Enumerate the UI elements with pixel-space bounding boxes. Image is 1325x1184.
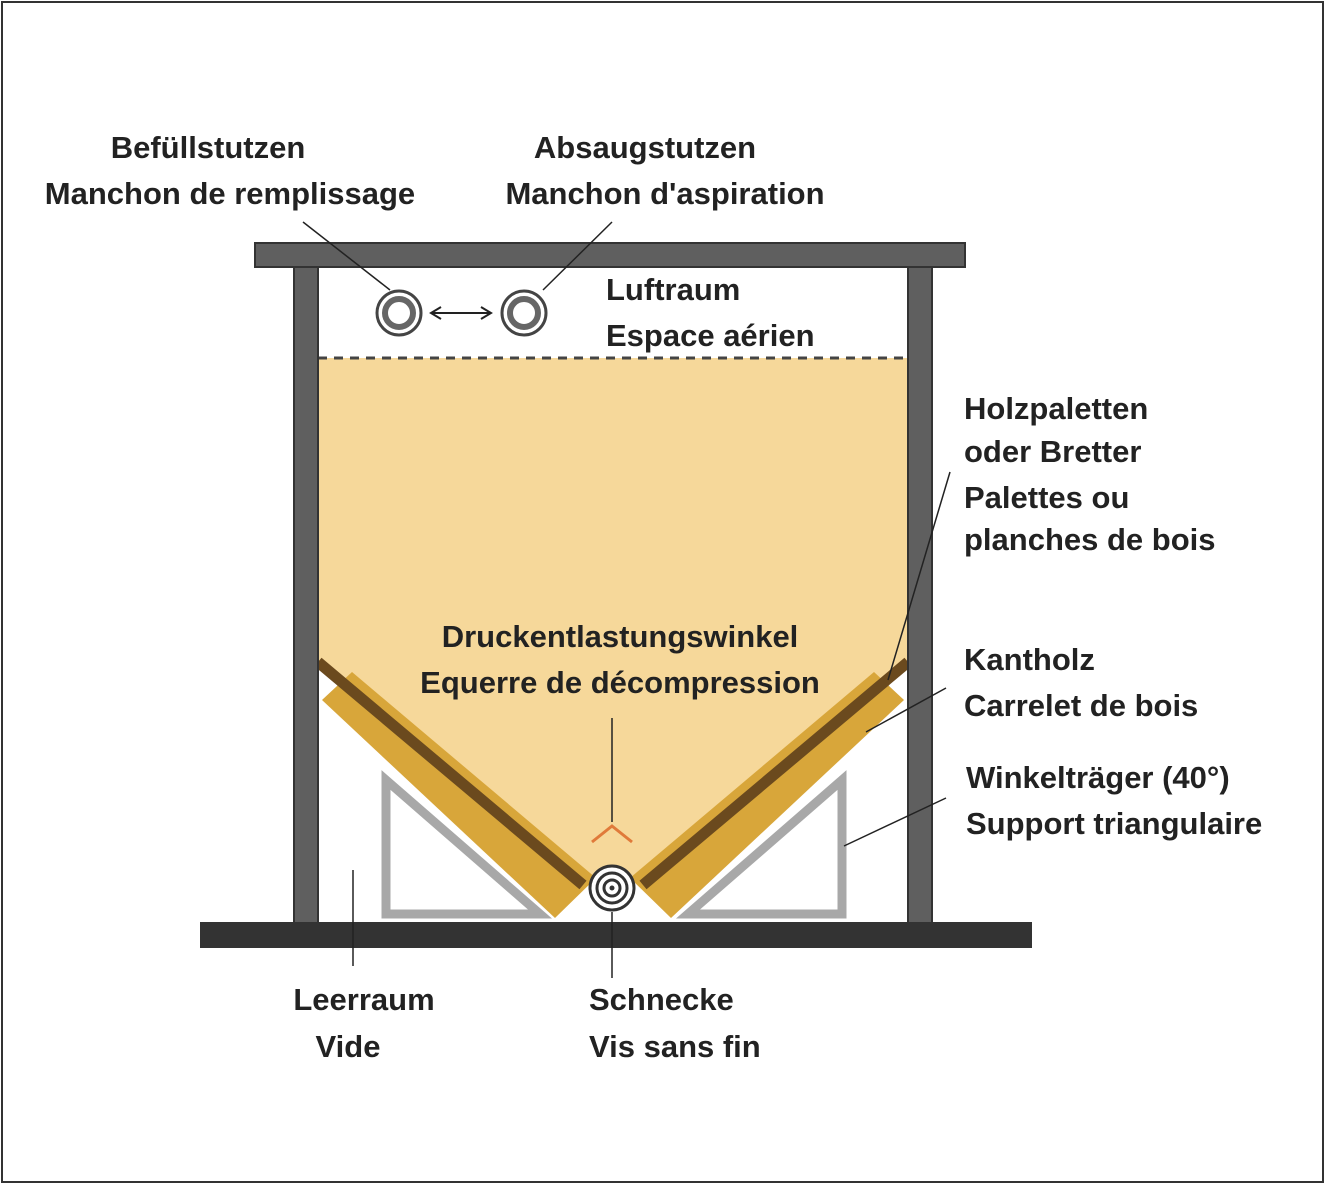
- label-pallets-de-2: oder Bretter: [964, 434, 1141, 469]
- label-pallets-de-1: Holzpaletten: [964, 391, 1148, 426]
- leader-suction-nozzle: [542, 221, 613, 291]
- right-wood-beam: [630, 672, 904, 918]
- label-bracket-fr: Support triangulaire: [966, 806, 1262, 841]
- label-bracket-de: Winkelträger (40°): [966, 760, 1230, 795]
- label-air-space-fr: Espace aérien: [606, 318, 815, 353]
- pellet-fill: [318, 358, 908, 895]
- label-air-space-de: Luftraum: [606, 272, 740, 307]
- label-beam-de: Kantholz: [964, 642, 1095, 677]
- leader-beam: [865, 687, 947, 733]
- left-wall-post: [293, 266, 319, 924]
- label-pallets-fr-2: planches de bois: [964, 522, 1216, 557]
- label-suction-nozzle-de: Absaugstutzen: [534, 130, 756, 165]
- left-wood-beam: [322, 672, 596, 918]
- right-wood-board: [639, 657, 912, 890]
- label-auger-de: Schnecke: [589, 982, 734, 1017]
- label-beam-fr: Carrelet de bois: [964, 688, 1198, 723]
- label-fill-nozzle-fr: Manchon de remplissage: [45, 176, 415, 211]
- floor-slab: [200, 922, 1032, 948]
- left-triangular-bracket: [381, 770, 553, 919]
- auger-icon: [588, 864, 636, 912]
- right-triangular-bracket: [675, 770, 847, 919]
- right-wall-post: [907, 266, 933, 924]
- label-void-de: Leerraum: [293, 982, 434, 1017]
- double-arrow-icon: [429, 306, 493, 320]
- label-relief-angle-de: Druckentlastungswinkel: [442, 619, 799, 654]
- fill-nozzle-icon: [375, 289, 423, 337]
- ceiling-beam: [254, 242, 966, 268]
- pressure-relief-mark: [591, 824, 633, 844]
- label-pallets-fr-1: Palettes ou: [964, 480, 1129, 515]
- leader-bracket: [843, 797, 947, 847]
- left-wood-board: [314, 657, 587, 890]
- label-fill-nozzle-de: Befüllstutzen: [111, 130, 306, 165]
- suction-nozzle-icon: [500, 289, 548, 337]
- leader-fill-nozzle: [302, 221, 391, 291]
- label-auger-fr: Vis sans fin: [589, 1029, 761, 1064]
- leader-pallets: [887, 471, 951, 681]
- label-suction-nozzle-fr: Manchon d'aspiration: [505, 176, 824, 211]
- label-relief-angle-fr: Equerre de décompression: [420, 665, 820, 700]
- label-void-fr: Vide: [316, 1029, 381, 1064]
